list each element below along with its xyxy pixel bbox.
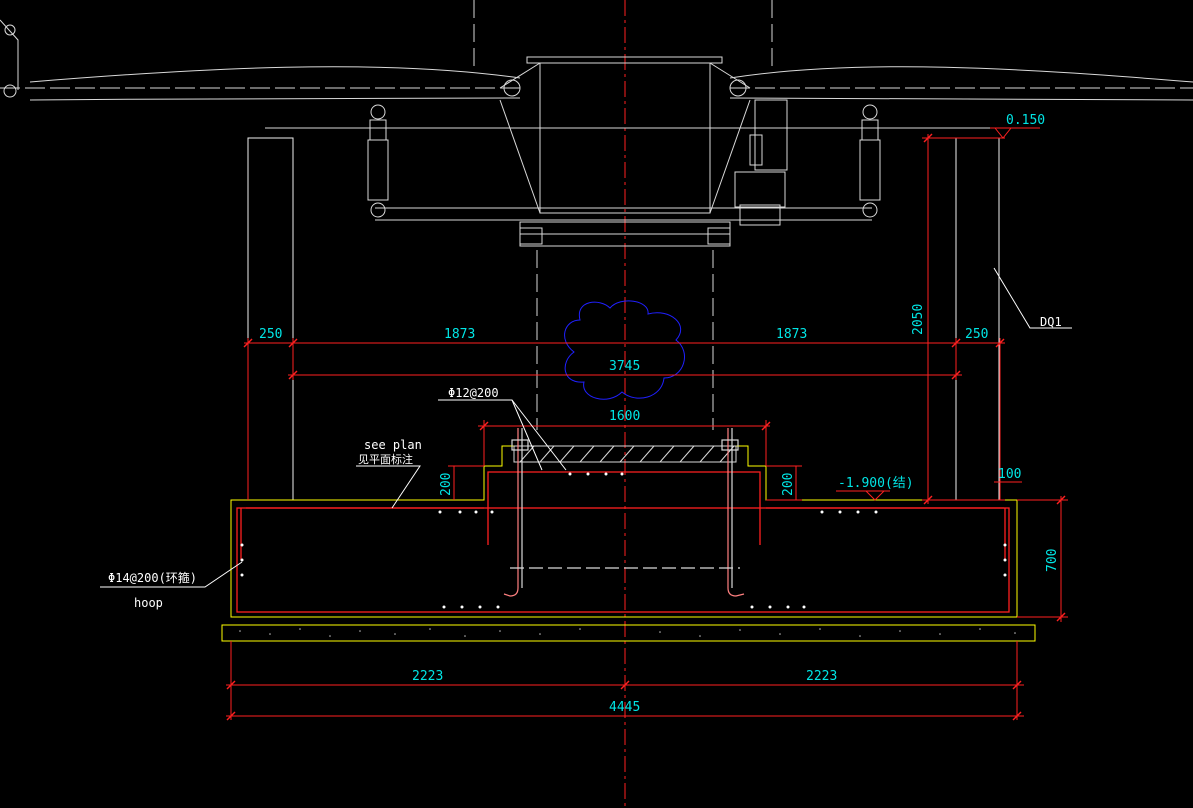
dim-slab-thickness: 700 [1045,549,1060,572]
dim-half-right: 1873 [776,327,807,342]
dim-height-total: 2050 [911,304,926,335]
dim-step-right: 200 [781,473,796,496]
dim-base-total: 4445 [609,700,640,715]
dim-base-right: 2223 [806,669,837,684]
hoop-label: hoop [134,596,163,610]
machine-assembly [0,19,1193,247]
revision-cloud [564,300,685,400]
wall-tag: DQ1 [1040,315,1062,329]
center-lines [473,0,773,808]
rebar-top-label: Φ12@200 [448,386,499,400]
dim-edge: 100 [998,467,1021,482]
dimension-lines [226,127,1068,720]
wall-right [955,137,1000,501]
dim-half-left: 1873 [444,327,475,342]
dim-base-left: 2223 [412,669,443,684]
dim-pedestal: 1600 [609,409,640,424]
dimension-ticks [226,133,1066,721]
elevation-top: 0.150 [1006,113,1045,128]
dim-inner-span: 3745 [609,359,640,374]
blinding-layer [221,624,1036,642]
rebar-cage [236,471,1010,613]
annotation-labels: DQ1 Φ12@200 see plan 见平面标注 Φ14@200(环箍) h… [108,315,1062,610]
pedestal-plate [513,445,737,463]
dim-wall-right: 250 [965,327,988,342]
wall-left [247,137,294,501]
leader-lines [100,267,1072,588]
elevation-bottom: -1.900(结) [838,476,914,491]
hoop-spec-label: Φ14@200(环箍) [108,570,197,585]
see-plan-cn-label: 见平面标注 [358,452,413,466]
dim-wall-left: 250 [259,327,282,342]
anchor-bolts [503,428,745,597]
dimension-labels: 250 1873 1873 250 3745 1600 2050 200 200… [259,113,1060,715]
see-plan-label: see plan [364,438,422,452]
dim-step-left: 200 [439,473,454,496]
rebar-dots [240,472,1007,609]
blinding-speckle [239,628,1016,637]
